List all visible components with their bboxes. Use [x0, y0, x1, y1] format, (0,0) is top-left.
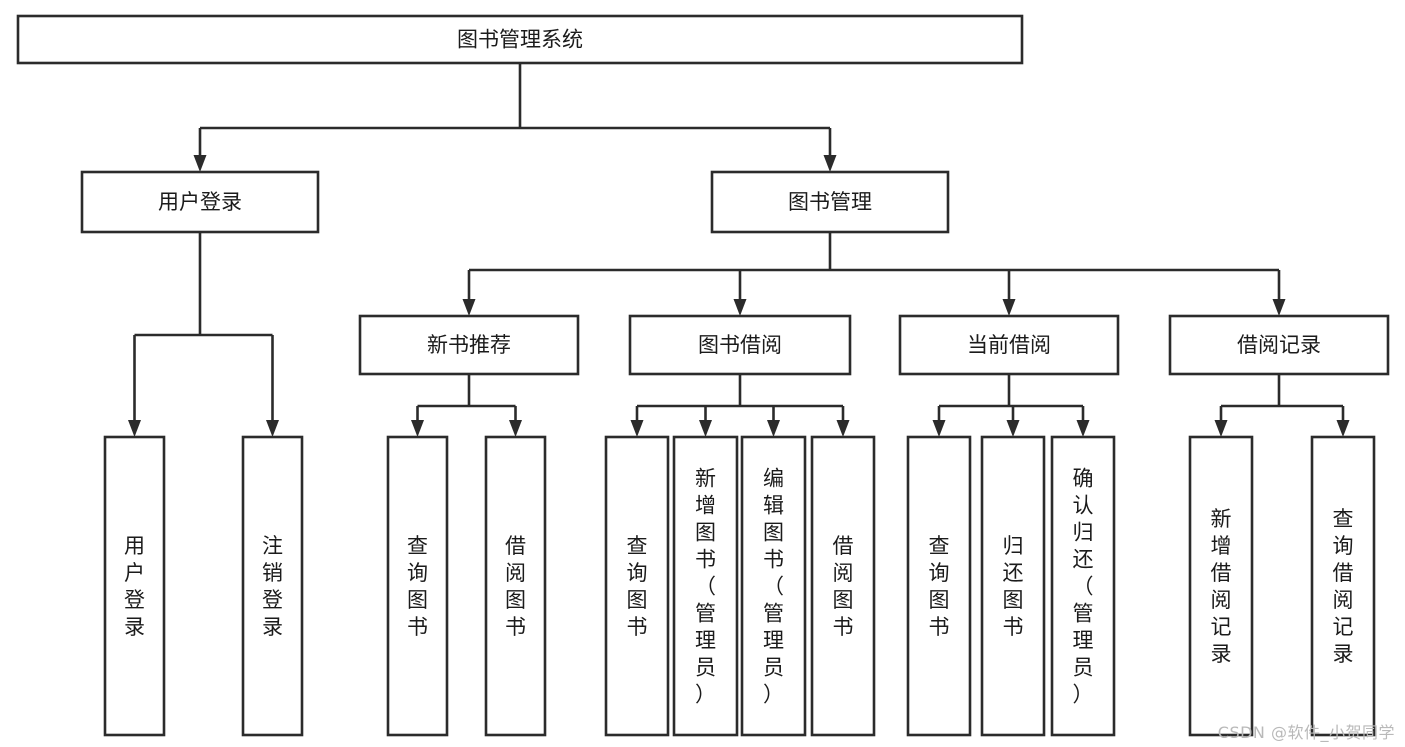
node-box-leaf-borrow-book-2[interactable]: [810, 435, 876, 737]
node-leaf-add-record[interactable]: 新增借阅记录: [1188, 435, 1254, 737]
arrow-head: [1336, 420, 1350, 437]
arrow-head: [128, 420, 141, 437]
node-box-leaf-query-book-2[interactable]: [604, 435, 670, 737]
node-box-leaf-borrow-book-1[interactable]: [484, 435, 547, 737]
node-box-leaf-query-book-1[interactable]: [386, 435, 449, 737]
arrow-head: [1006, 420, 1020, 437]
node-label-leaf-add-record: 新增借阅记录: [1211, 507, 1232, 666]
node-box-new-book-rec[interactable]: [358, 314, 580, 376]
node-label-user-login: 用户登录: [158, 190, 242, 214]
node-label-leaf-add-book: 新增图书（管理员）: [695, 467, 716, 707]
arrow-head: [1214, 420, 1228, 437]
node-label-root: 图书管理系统: [457, 28, 583, 52]
node-box-root[interactable]: [16, 14, 1024, 65]
node-label-leaf-return-book: 归还图书: [1003, 534, 1024, 639]
node-leaf-query-book-1[interactable]: 查询图书: [386, 435, 449, 737]
node-box-leaf-confirm-return[interactable]: [1050, 435, 1116, 737]
arrow-head: [411, 420, 424, 437]
node-leaf-query-book-2[interactable]: 查询图书: [604, 435, 670, 737]
node-label-leaf-confirm-return: 确认归还（管理员）: [1073, 467, 1094, 707]
arrow-head: [836, 420, 850, 437]
arrow-head: [509, 420, 522, 437]
arrow-head: [733, 299, 747, 316]
node-box-leaf-query-book-3[interactable]: [906, 435, 972, 737]
node-leaf-add-book[interactable]: 新增图书（管理员）: [672, 435, 739, 737]
node-leaf-query-record[interactable]: 查询借阅记录: [1310, 435, 1376, 737]
node-box-book-borrow[interactable]: [628, 314, 852, 376]
node-root[interactable]: 图书管理系统: [16, 14, 1024, 65]
node-current-borrow[interactable]: 当前借阅: [898, 314, 1120, 376]
node-box-current-borrow[interactable]: [898, 314, 1120, 376]
node-leaf-edit-book[interactable]: 编辑图书（管理员）: [740, 435, 807, 737]
node-label-leaf-query-book-2: 查询图书: [627, 534, 648, 639]
node-label-leaf-query-record: 查询借阅记录: [1333, 507, 1354, 666]
node-leaf-return-book[interactable]: 归还图书: [980, 435, 1046, 737]
arrow-head: [932, 420, 946, 437]
node-box-leaf-edit-book[interactable]: [740, 435, 807, 737]
node-label-leaf-logout: 注销登录: [262, 534, 283, 639]
node-label-leaf-query-book-3: 查询图书: [929, 534, 950, 639]
node-box-leaf-query-record[interactable]: [1310, 435, 1376, 737]
arrow-head: [193, 155, 207, 172]
node-label-new-book-rec: 新书推荐: [427, 333, 511, 357]
node-borrow-record[interactable]: 借阅记录: [1168, 314, 1390, 376]
arrow-head: [1002, 299, 1016, 316]
node-label-leaf-query-book-1: 查询图书: [407, 534, 428, 639]
node-box-user-login[interactable]: [80, 170, 320, 234]
node-label-borrow-record: 借阅记录: [1237, 333, 1321, 357]
node-book-manage[interactable]: 图书管理: [710, 170, 950, 234]
csdn-watermark: CSDN @软件_小贺同学: [1217, 723, 1395, 742]
node-label-current-borrow: 当前借阅: [967, 333, 1051, 357]
node-leaf-confirm-return[interactable]: 确认归还（管理员）: [1050, 435, 1116, 737]
arrow-head: [266, 420, 279, 437]
arrow-head: [767, 420, 780, 437]
node-label-leaf-borrow-book-2: 借阅图书: [833, 534, 854, 639]
node-new-book-rec[interactable]: 新书推荐: [358, 314, 580, 376]
arrow-head: [630, 420, 644, 437]
node-box-leaf-add-record[interactable]: [1188, 435, 1254, 737]
node-label-leaf-edit-book: 编辑图书（管理员）: [763, 467, 784, 707]
node-leaf-borrow-book-2[interactable]: 借阅图书: [810, 435, 876, 737]
node-leaf-borrow-book-1[interactable]: 借阅图书: [484, 435, 547, 737]
node-leaf-logout[interactable]: 注销登录: [241, 435, 304, 737]
node-box-leaf-add-book[interactable]: [672, 435, 739, 737]
node-leaf-user-login[interactable]: 用户登录: [103, 435, 166, 737]
node-label-book-manage: 图书管理: [788, 190, 872, 214]
arrow-head: [462, 299, 476, 316]
node-box-leaf-logout[interactable]: [241, 435, 304, 737]
arrow-head: [699, 420, 712, 437]
node-label-leaf-user-login: 用户登录: [124, 534, 145, 639]
node-box-book-manage[interactable]: [710, 170, 950, 234]
node-box-leaf-user-login[interactable]: [103, 435, 166, 737]
connectors-layer: [128, 63, 1350, 437]
node-box-borrow-record[interactable]: [1168, 314, 1390, 376]
node-label-book-borrow: 图书借阅: [698, 333, 782, 357]
node-box-leaf-return-book[interactable]: [980, 435, 1046, 737]
arrow-head: [823, 155, 837, 172]
node-label-leaf-borrow-book-1: 借阅图书: [505, 534, 526, 639]
node-user-login[interactable]: 用户登录: [80, 170, 320, 234]
nodes-layer: 图书管理系统用户登录图书管理新书推荐图书借阅当前借阅借阅记录用户登录注销登录查询…: [16, 14, 1390, 737]
arrow-head: [1076, 420, 1090, 437]
node-book-borrow[interactable]: 图书借阅: [628, 314, 852, 376]
arrow-head: [1272, 299, 1286, 316]
node-leaf-query-book-3[interactable]: 查询图书: [906, 435, 972, 737]
